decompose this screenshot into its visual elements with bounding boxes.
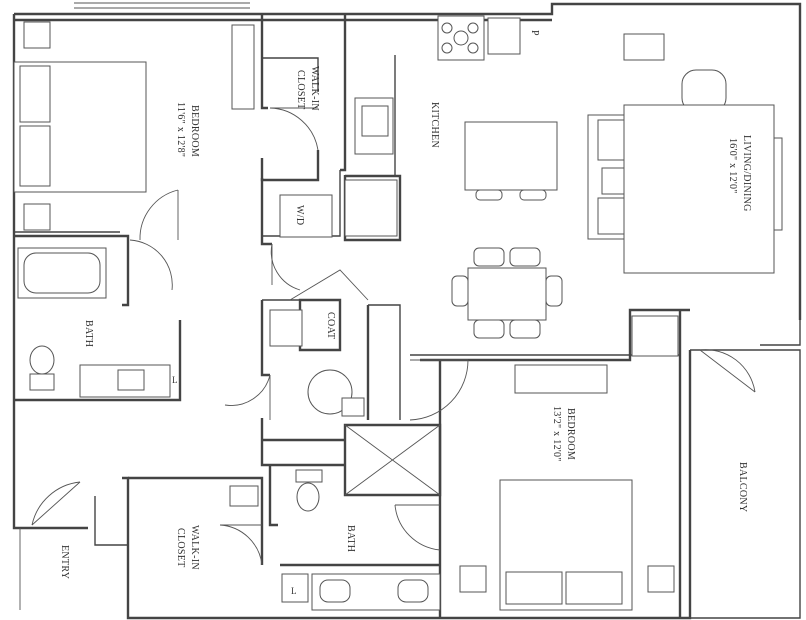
doors <box>31 107 756 566</box>
label-bedroom-1-dim: 11'6" x 12'8" <box>175 102 186 157</box>
label-bedroom-1: BEDROOM <box>189 105 200 157</box>
label-balcony: BALCONY <box>737 462 748 512</box>
label-bedroom-2: BEDROOM <box>565 408 576 460</box>
label-linen-left: L <box>172 375 178 385</box>
label-walk-in-closet-top-1: WALK-IN <box>309 66 320 111</box>
label-kitchen: KITCHEN <box>429 102 440 148</box>
label-wd: W/D <box>294 205 305 225</box>
label-coat: COAT <box>325 312 336 339</box>
label-living-dining: LIVING/DINING <box>741 135 752 212</box>
label-linen-bottom: L <box>291 586 297 596</box>
label-pantry: P <box>529 30 540 36</box>
label-walk-in-closet-bottom-1: WALK-IN <box>189 525 200 570</box>
label-bath-lower: BATH <box>345 525 356 552</box>
furniture <box>13 15 783 611</box>
label-living-dining-dim: 16'0" x 12'0" <box>727 138 738 194</box>
room-labels: BEDROOM 11'6" x 12'8" WALK-IN CLOSET KIT… <box>59 30 752 596</box>
label-entry: ENTRY <box>59 545 70 579</box>
interior-walls <box>14 14 690 618</box>
label-walk-in-closet-bottom-2: CLOSET <box>175 528 186 568</box>
label-walk-in-closet-top-2: CLOSET <box>295 70 306 110</box>
label-bedroom-2-dim: 13'2" x 12'0" <box>551 406 562 462</box>
label-bath-left: BATH <box>83 320 94 347</box>
